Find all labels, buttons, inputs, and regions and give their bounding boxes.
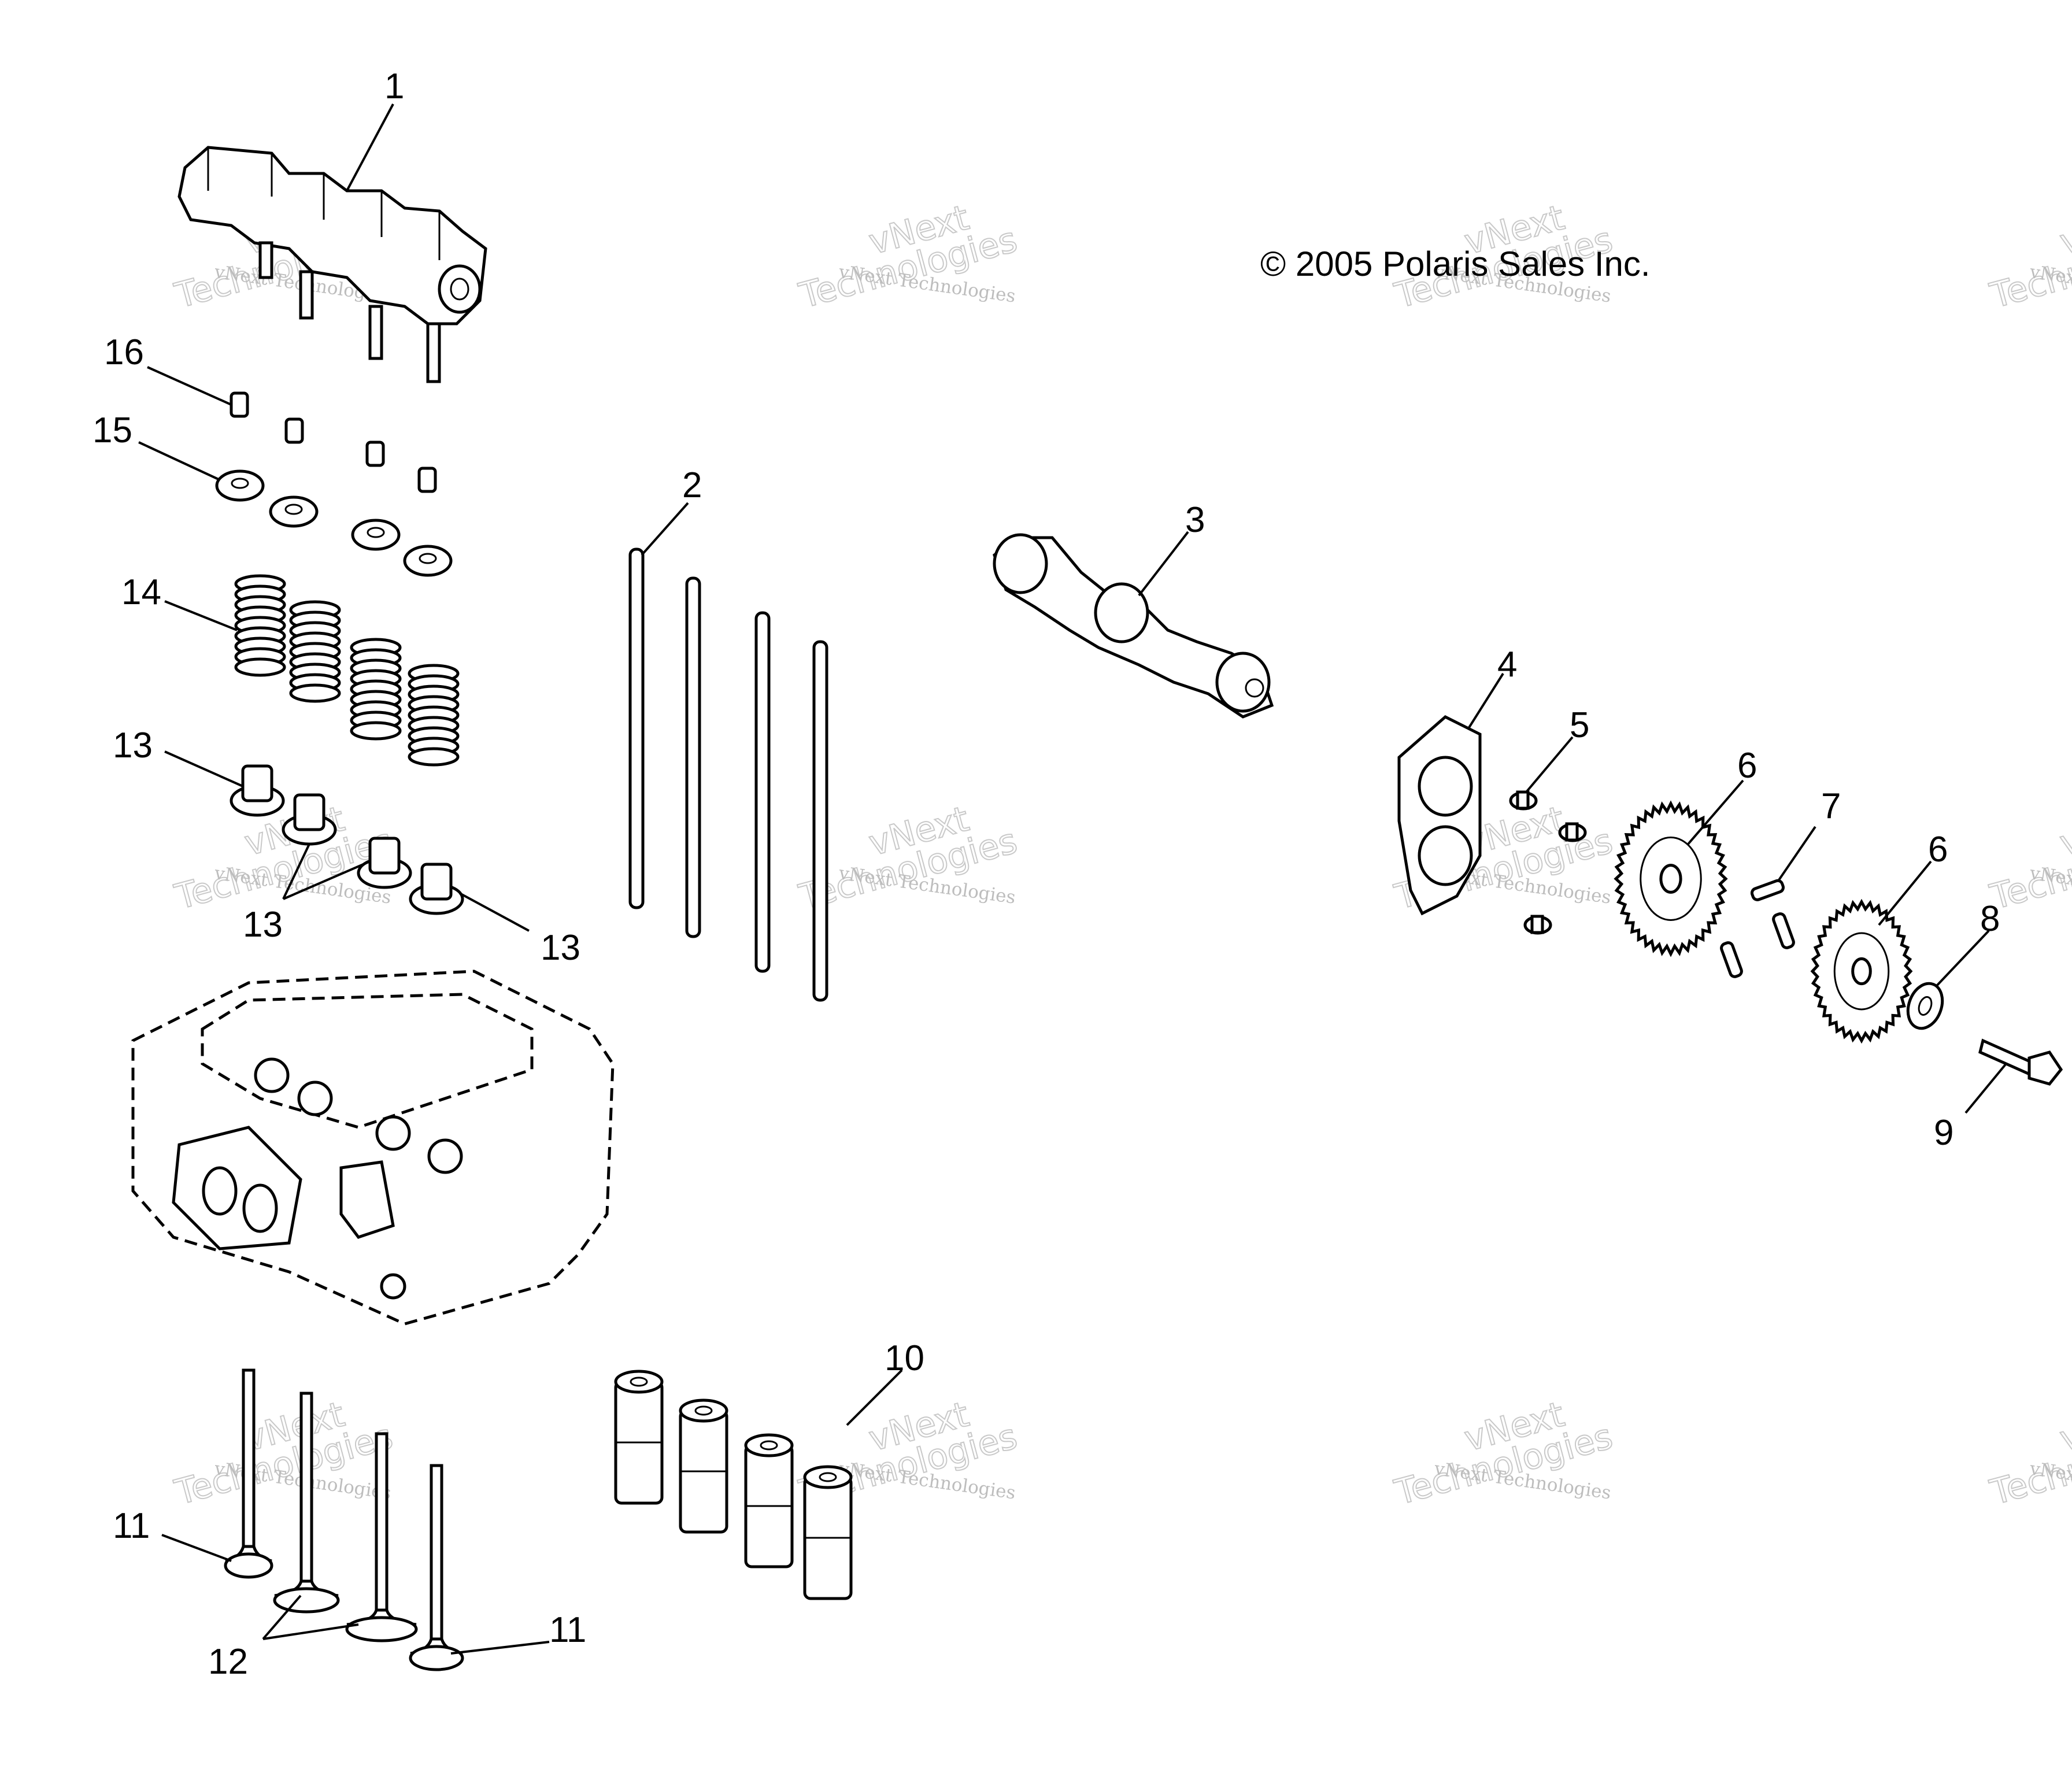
valve	[409, 1464, 464, 1671]
crank-gear	[1810, 898, 1913, 1044]
gear-bolt	[1978, 1038, 2063, 1086]
valve	[224, 1368, 273, 1579]
valve-lifter	[744, 1433, 794, 1568]
copyright-text: © 2005 Polaris Sales Inc.	[1260, 245, 1651, 283]
plate-screws	[1509, 790, 1587, 935]
timing-gears	[1614, 800, 1913, 1044]
callout-12: 12	[208, 1642, 248, 1682]
svg-text:vNext: vNext	[2056, 198, 2072, 263]
valve-keepers	[230, 391, 437, 493]
svg-text:vNext: vNext	[2056, 799, 2072, 864]
valve-spring	[234, 574, 286, 677]
rocker-arm-assembly	[177, 146, 487, 383]
valve-spring-retainers	[215, 469, 453, 577]
callout-7: 7	[1821, 786, 1841, 826]
callout-11-b: 11	[549, 1610, 586, 1650]
valve-lifter	[679, 1398, 728, 1534]
callout-6-b: 6	[1928, 830, 1948, 870]
camshaft-gear	[1614, 800, 1728, 957]
callout-3: 3	[1185, 500, 1205, 540]
callout-16: 16	[104, 332, 144, 372]
callout-9: 9	[1934, 1113, 1953, 1153]
callout-15: 15	[92, 410, 132, 450]
valve-lifter	[614, 1370, 664, 1505]
callout-5: 5	[1570, 705, 1589, 745]
callout-8: 8	[1980, 899, 2000, 939]
valve-spring	[408, 664, 460, 767]
callout-2: 2	[682, 465, 702, 505]
valve	[273, 1392, 340, 1614]
cylinder-head	[131, 970, 615, 1326]
valve-lifters	[614, 1370, 853, 1600]
valve-spring	[289, 600, 341, 703]
cam-cover-plate	[1397, 715, 1482, 916]
callout-13-c: 13	[541, 928, 580, 968]
callout-13-b: 13	[243, 905, 283, 945]
callout-13-a: 13	[113, 726, 153, 765]
svg-text:vNext: vNext	[2056, 1394, 2072, 1460]
callout-1: 1	[384, 66, 404, 106]
callout-10: 10	[885, 1338, 924, 1378]
callout-14: 14	[121, 572, 161, 612]
camshaft	[993, 533, 1274, 719]
callout-4: 4	[1497, 645, 1517, 684]
valve-springs	[234, 574, 460, 767]
valve-spring	[350, 638, 402, 741]
callout-6-a: 6	[1737, 746, 1757, 786]
valve-stem-seals	[230, 764, 464, 915]
dowel-pins	[1720, 879, 1795, 978]
callout-11-a: 11	[113, 1506, 150, 1546]
gear-washer	[1906, 982, 1944, 1030]
valves	[224, 1368, 464, 1671]
valve	[345, 1432, 418, 1642]
push-rods	[628, 547, 828, 1002]
valve-lifter	[803, 1465, 853, 1600]
